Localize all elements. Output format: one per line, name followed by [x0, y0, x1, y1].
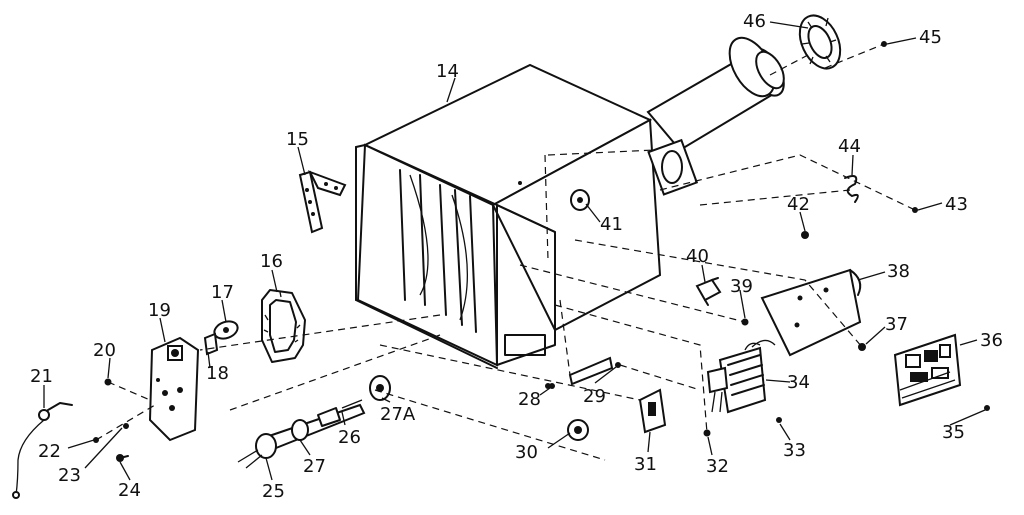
callout-36: 36: [980, 330, 1003, 351]
callout-45: 45: [919, 27, 942, 48]
leader-lines: [43, 21, 986, 481]
limit-switch-40: [695, 277, 722, 306]
callout-39: 39: [730, 276, 753, 297]
plate-18: [203, 332, 219, 356]
callout-20: 20: [93, 340, 116, 361]
callout-25: 25: [262, 481, 285, 502]
callout-35: 35: [942, 422, 965, 443]
switch-bracket-31: [638, 388, 667, 434]
callout-37: 37: [885, 314, 908, 335]
screw-35: [984, 405, 990, 411]
mounting-plate-38: [760, 268, 862, 357]
callout-17: 17: [211, 282, 234, 303]
callout-24: 24: [118, 480, 141, 501]
spring-clip-44: [844, 175, 859, 203]
callout-15: 15: [286, 129, 309, 150]
screw-24: [116, 454, 129, 462]
callout-27: 27: [303, 456, 326, 477]
callout-40: 40: [686, 246, 709, 267]
bracket-15: [298, 170, 347, 234]
callout-23: 23: [58, 465, 81, 486]
fastener-23: [123, 423, 129, 429]
callout-33: 33: [783, 440, 806, 461]
callout-labels: 14 15 16 17 18 19 20 21 22 23 24 25 27 2…: [30, 11, 1003, 502]
callout-43: 43: [945, 194, 968, 215]
cabinet-housing: [355, 63, 662, 389]
callout-14: 14: [436, 61, 459, 82]
screw-33: [776, 417, 782, 423]
callout-30: 30: [515, 442, 538, 463]
screw-32: [703, 429, 711, 437]
control-board-36: [893, 333, 962, 407]
callout-18: 18: [206, 363, 229, 384]
thermocouple-21: [12, 402, 73, 499]
gasket-16: [261, 289, 306, 363]
callout-29: 29: [583, 386, 606, 407]
callout-27a: 27A: [380, 404, 416, 425]
screw-43: [912, 207, 918, 213]
callout-22: 22: [38, 441, 61, 462]
callout-34: 34: [787, 372, 810, 393]
callout-26: 26: [338, 427, 361, 448]
callout-46: 46: [743, 11, 766, 32]
vent-ring-46: [798, 14, 842, 70]
callout-38: 38: [887, 261, 910, 282]
callout-19: 19: [148, 300, 171, 321]
callout-16: 16: [260, 251, 283, 272]
callout-31: 31: [634, 454, 657, 475]
bracket-29: [568, 356, 621, 386]
callout-41: 41: [600, 214, 623, 235]
callout-28: 28: [518, 389, 541, 410]
grommet-41: [570, 189, 590, 211]
callout-42: 42: [787, 194, 810, 215]
orifice-27a: [369, 375, 391, 401]
screw-42: [801, 231, 809, 239]
screw-28: [549, 383, 555, 389]
assembly-lines: [95, 43, 916, 461]
callout-44: 44: [838, 136, 861, 157]
vent-pipe: [646, 36, 785, 196]
callout-32: 32: [706, 456, 729, 477]
burner-tube-assembly: [237, 399, 366, 469]
burner-plate-19: [148, 336, 200, 442]
callout-21: 21: [30, 366, 53, 387]
transformer-34: [706, 339, 776, 414]
grommet-30: [567, 419, 589, 441]
